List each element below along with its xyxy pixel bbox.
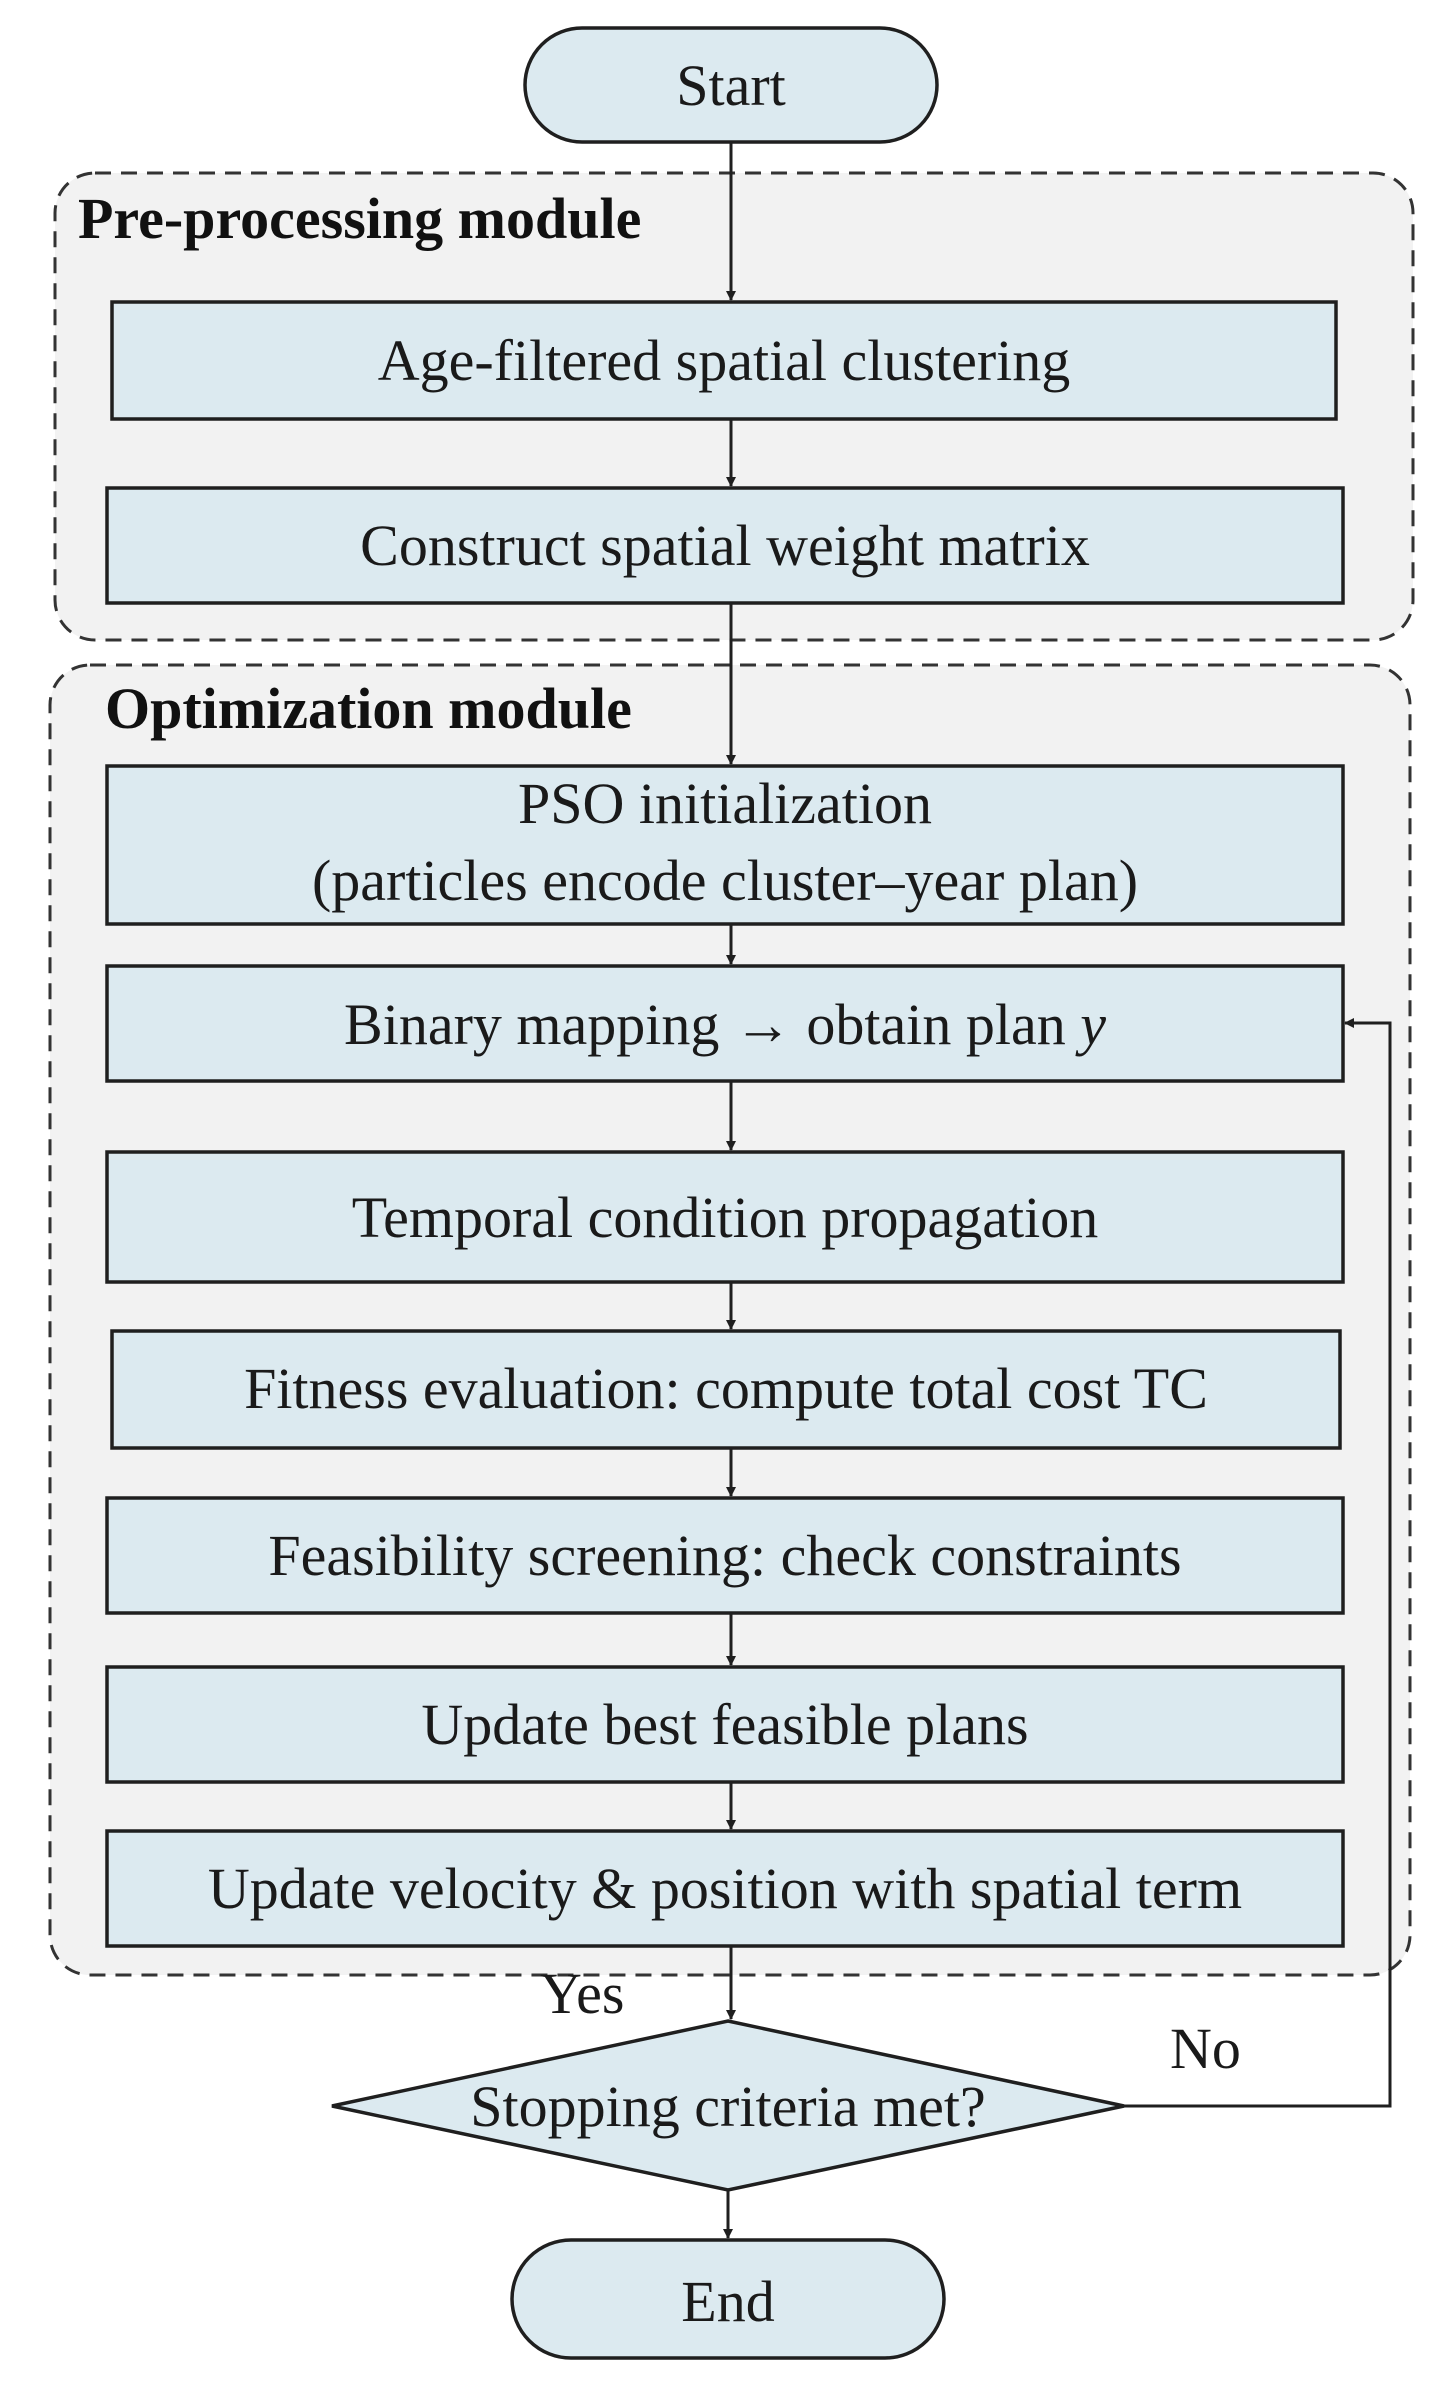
- decision-stopping-criteria-label: Stopping criteria met?: [470, 2074, 985, 2139]
- step-pso-initialization-line1: PSO initialization: [518, 771, 932, 836]
- step-pso-initialization-line2: (particles encode cluster–year plan): [312, 848, 1138, 913]
- step-age-filtered-clustering-label: Age-filtered spatial clustering: [378, 328, 1071, 393]
- step-update-velocity-position: [105, 1829, 1345, 1948]
- step-construct-weight-matrix: [105, 486, 1345, 605]
- end-label: End: [681, 2269, 774, 2334]
- plan-variable-y: y: [1075, 992, 1106, 1057]
- step-binary-mapping: [105, 964, 1345, 1083]
- step-age-filtered-clustering: [110, 300, 1338, 421]
- step-fitness-evaluation: [110, 1329, 1342, 1450]
- step-temporal-propagation: [105, 1150, 1345, 1284]
- step-update-velocity-position-label: Update velocity & position with spatial …: [208, 1856, 1242, 1921]
- step-temporal-propagation-label: Temporal condition propagation: [352, 1185, 1099, 1250]
- step-binary-mapping-label: Binary mapping → obtain plan y: [344, 992, 1106, 1057]
- start-label: Start: [676, 53, 786, 118]
- step-update-best-plans: [105, 1665, 1345, 1784]
- optimization-module-title: Optimization module: [105, 676, 632, 741]
- end-terminal: [510, 2238, 946, 2360]
- preprocessing-module-title: Pre-processing module: [78, 186, 641, 251]
- decision-no-label: No: [1170, 2016, 1241, 2081]
- arrow-no-loop-to-binary-mapping: [1124, 1018, 1392, 2108]
- decision-yes-label: Yes: [540, 1961, 624, 2026]
- step-feasibility-screening-label: Feasibility screening: check constraints: [268, 1523, 1181, 1588]
- step-construct-weight-matrix-label: Construct spatial weight matrix: [360, 513, 1090, 578]
- step-pso-initialization: [105, 764, 1345, 926]
- step-feasibility-screening: [105, 1496, 1345, 1615]
- step-update-best-plans-label: Update best feasible plans: [421, 1692, 1028, 1757]
- step-binary-mapping-text: Binary mapping → obtain plan: [344, 992, 1080, 1057]
- step-fitness-evaluation-label: Fitness evaluation: compute total cost T…: [244, 1356, 1208, 1421]
